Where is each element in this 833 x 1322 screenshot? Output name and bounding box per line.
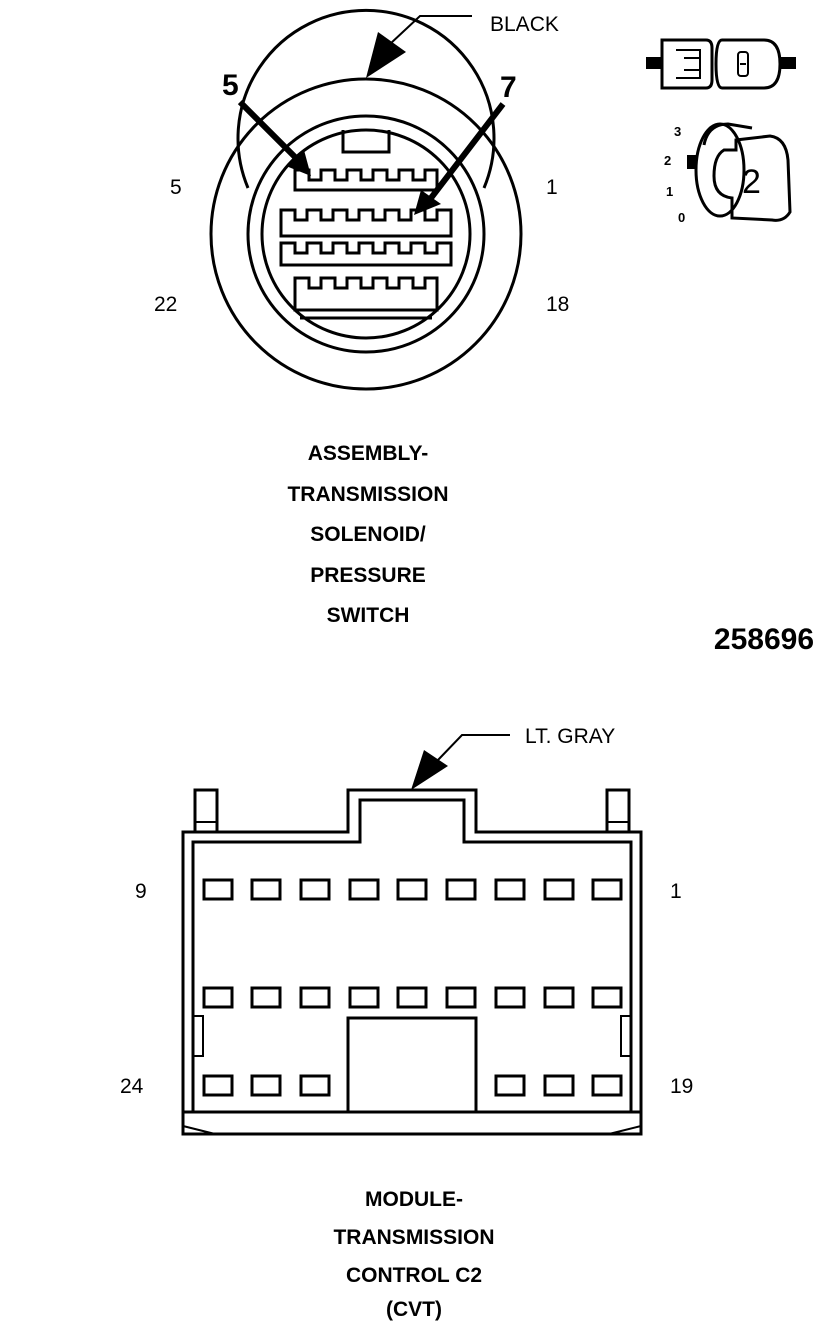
- lt-gray-color-callout-leader: [411, 734, 510, 790]
- housing-outline: [181, 788, 643, 1136]
- pin-label-1: 1: [670, 880, 682, 903]
- reference-number: 258696: [714, 623, 814, 656]
- svg-text:(CVT): (CVT): [386, 1298, 442, 1321]
- key-notch: [341, 130, 391, 154]
- tcm-c2-connector-title: MODULE- TRANSMISSION CONTROL C2 (CVT): [333, 1188, 494, 1321]
- pin-label-24: 24: [120, 1075, 144, 1098]
- pin-label-1: 1: [546, 176, 558, 199]
- svg-text:PRESSURE: PRESSURE: [310, 564, 426, 587]
- svg-text:ASSEMBLY-: ASSEMBLY-: [308, 442, 429, 465]
- arrow-label-7: 7: [500, 71, 517, 104]
- pin-row-1: [293, 168, 439, 192]
- solenoid-connector-title: ASSEMBLY- TRANSMISSION SOLENOID/ PRESSUR…: [287, 442, 448, 627]
- svg-text:TRANSMISSION: TRANSMISSION: [287, 483, 448, 506]
- svg-text:TRANSMISSION: TRANSMISSION: [333, 1226, 494, 1249]
- svg-text:1: 1: [666, 184, 673, 199]
- solenoid-connector: [209, 8, 523, 391]
- center-key-block: [346, 1016, 478, 1114]
- pin-row-3: [279, 241, 453, 267]
- pin-label-18: 18: [546, 293, 569, 316]
- svg-text:0: 0: [678, 210, 685, 225]
- svg-text:2: 2: [742, 163, 761, 201]
- middle-ring: [246, 114, 486, 354]
- color-callout-black: BLACK: [490, 13, 559, 36]
- outer-ring: [209, 77, 523, 391]
- pin-label-9: 9: [135, 880, 147, 903]
- svg-text:3: 3: [674, 124, 681, 139]
- svg-text:MODULE-: MODULE-: [365, 1188, 463, 1211]
- connector-view-icon: [646, 38, 796, 90]
- key-position-icon: 3 2 1 0 2: [664, 122, 792, 225]
- black-color-callout-leader: [366, 15, 472, 78]
- pin-7-arrow: [414, 102, 506, 215]
- pin-label-19: 19: [670, 1075, 693, 1098]
- color-callout-lt-gray: LT. GRAY: [525, 725, 615, 748]
- svg-text:2: 2: [664, 153, 671, 168]
- pin-5-arrow: [237, 99, 311, 176]
- arrow-label-5: 5: [222, 69, 239, 102]
- right-latch: [605, 788, 631, 834]
- left-latch: [193, 788, 219, 834]
- tcm-c2-connector: [181, 788, 643, 1136]
- housing-inner: [191, 798, 633, 1114]
- pin-row-4: [293, 276, 439, 312]
- inner-ring: [260, 128, 472, 340]
- pin-label-5: 5: [170, 176, 182, 199]
- svg-text:CONTROL C2: CONTROL C2: [346, 1264, 482, 1287]
- svg-text:SWITCH: SWITCH: [327, 604, 410, 627]
- svg-text:SOLENOID/: SOLENOID/: [310, 523, 426, 546]
- pin-label-22: 22: [154, 293, 177, 316]
- pin-row-2: [279, 208, 453, 238]
- locking-ring-arc: [236, 8, 496, 189]
